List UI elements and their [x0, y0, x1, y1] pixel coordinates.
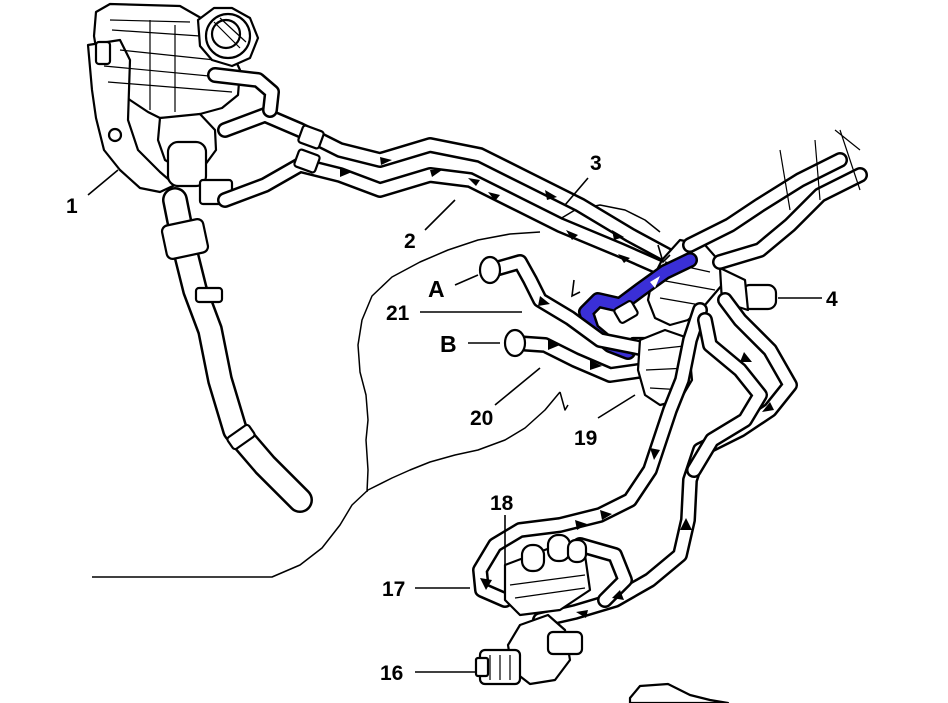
leader-lines [87, 169, 822, 673]
callout-21: 21 [386, 302, 410, 325]
callout-1: 1 [66, 195, 78, 218]
exhaust-pipe [160, 187, 313, 513]
sketch-outline [92, 231, 569, 578]
callout-16: 16 [380, 662, 403, 685]
callout-labels: 1 2 3 4 A 21 B 20 19 18 17 16 [66, 152, 838, 685]
hose-3 [207, 67, 688, 270]
callout-20: 20 [470, 407, 493, 430]
callout-19: 19 [574, 427, 597, 450]
hose-2 [217, 157, 678, 280]
callout-A: A [428, 276, 445, 302]
callout-B: B [440, 331, 457, 357]
pump-16 [474, 613, 584, 686]
callout-17: 17 [382, 578, 405, 601]
engine-hoses [682, 129, 868, 270]
callout-3: 3 [590, 152, 602, 175]
callout-4: 4 [826, 288, 838, 311]
flow-arrows-main [340, 157, 630, 263]
callout-18: 18 [490, 492, 514, 515]
sketch-outline-upper [554, 204, 661, 233]
valve-block-18 [503, 533, 592, 617]
lower-hoses [472, 292, 798, 628]
hose-20 [503, 296, 653, 383]
callout-2: 2 [404, 230, 416, 253]
partial-component [628, 682, 730, 703]
heater-unit [86, 2, 260, 206]
